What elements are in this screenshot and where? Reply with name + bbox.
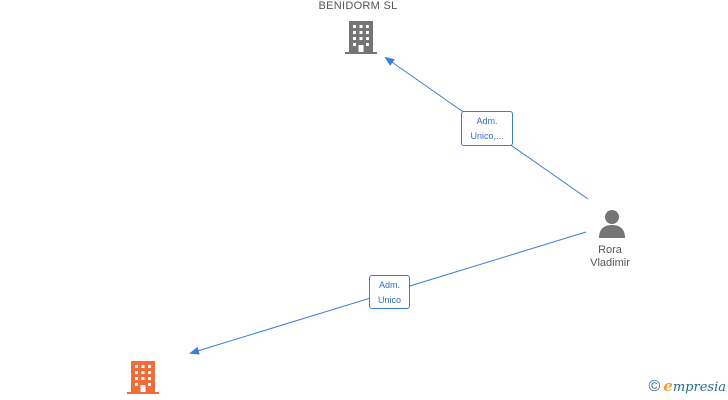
edge-label-adm-unico-bottom[interactable]: Adm. Unico [369, 275, 410, 309]
brand-rest: mpresia [672, 380, 726, 395]
edge-label-line2: Unico,... [470, 131, 504, 141]
company-name-benidorm[interactable]: BENIDORM SL [318, 0, 398, 12]
building-icon[interactable] [344, 19, 378, 55]
edge-label-line2: Unico [377, 295, 401, 305]
person-name[interactable]: Rora Vladimir [572, 244, 648, 270]
edge-label-line1: Adm. [476, 116, 498, 126]
brand-initial: e [663, 377, 673, 395]
person-first-name: Rora [598, 244, 622, 256]
brand-logo: empresia [663, 377, 726, 397]
person-icon[interactable] [596, 207, 628, 239]
empresia-watermark: © empresia [648, 377, 726, 397]
person-last-name: Vladimir [590, 257, 630, 269]
copyright-icon: © [648, 378, 661, 395]
building-icon[interactable] [126, 359, 160, 395]
edge-label-adm-unico-top[interactable]: Adm. Unico,... [461, 111, 513, 146]
edge-label-line1: Adm. [378, 280, 400, 290]
